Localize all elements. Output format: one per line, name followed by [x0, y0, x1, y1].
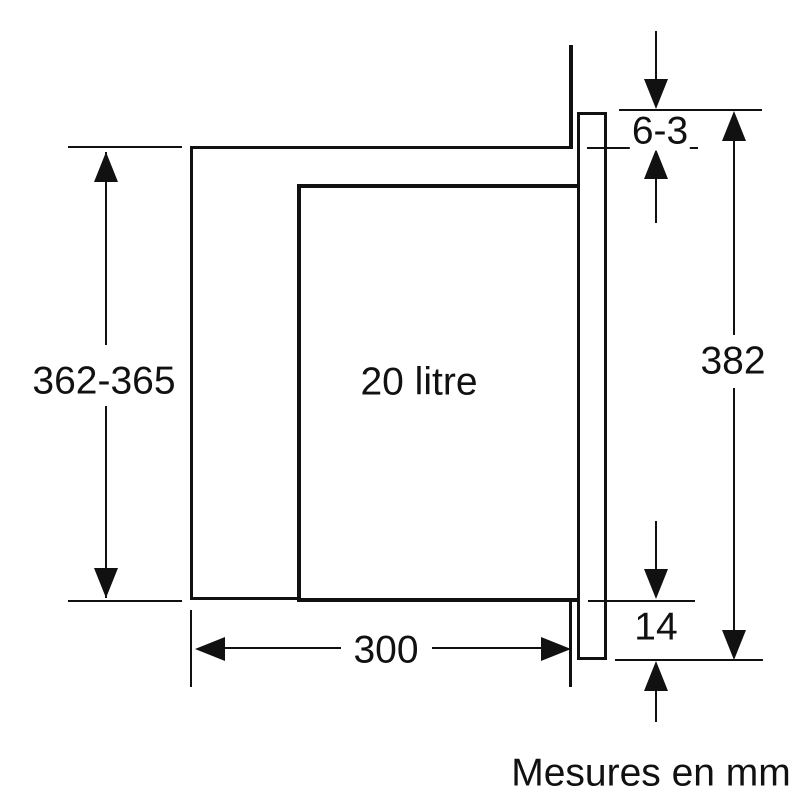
arrow-down-icon — [644, 79, 668, 109]
dim-frame-height-line-upper — [733, 139, 735, 335]
dim-top-overlap-lower-tail — [655, 177, 657, 223]
arrow-up-icon — [722, 111, 746, 141]
dim-depth-line-right — [432, 647, 542, 649]
dim-label-niche-depth: 300 — [351, 628, 421, 672]
dim-label-top-overlap: 6-3 — [629, 109, 691, 153]
cabinet-front-upper-line — [569, 45, 573, 149]
capacity-label: 20 litre — [358, 360, 480, 404]
dim-niche-height-line-upper — [105, 152, 107, 345]
dim-bottom-overlap-upper-tail — [655, 521, 657, 571]
dim-frame-height-line-lower — [733, 388, 735, 632]
niche-top-line — [190, 146, 571, 149]
dim-top-overlap-upper-tail — [655, 31, 657, 81]
dim-label-niche-height: 362-365 — [30, 359, 178, 403]
dim-niche-height-line-lower — [105, 406, 107, 598]
niche-left-line — [190, 146, 193, 600]
dim-bottom-overlap-lower-tail — [655, 689, 657, 722]
dim-top-overlap-upper-ref-line — [619, 109, 762, 111]
arrow-down-icon — [722, 630, 746, 660]
arrow-up-icon — [644, 149, 668, 179]
arrow-up-icon — [94, 152, 118, 182]
dim-label-frame-height: 382 — [698, 339, 768, 383]
dim-frame-height-bottom-ref-line — [615, 659, 763, 661]
arrow-up-icon — [644, 661, 668, 691]
arrow-right-icon — [541, 637, 571, 661]
front-frame-outline — [577, 112, 607, 660]
dim-label-bottom-overlap: 14 — [632, 605, 680, 649]
arrow-left-icon — [195, 637, 225, 661]
arrow-down-icon — [644, 569, 668, 599]
dim-niche-height-bottom-ref-line — [68, 600, 182, 602]
units-note: Mesures en mm — [509, 751, 793, 795]
dim-bottom-overlap-top-ref-line — [588, 600, 695, 602]
dim-depth-left-ext-line — [190, 610, 192, 687]
arrow-down-icon — [94, 568, 118, 598]
dim-niche-height-top-ref-line — [68, 146, 182, 148]
dim-depth-line-left — [223, 647, 341, 649]
